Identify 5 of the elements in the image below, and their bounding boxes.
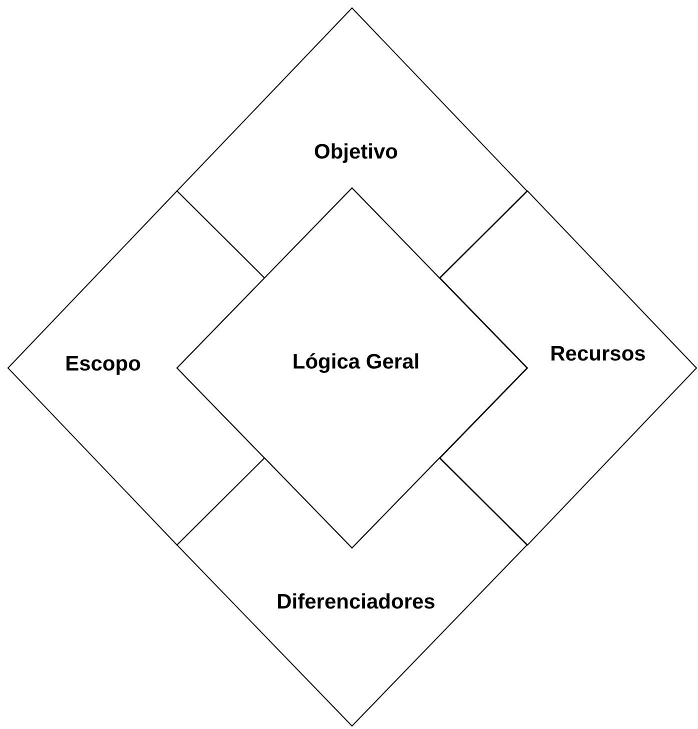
segment-label: Escopo xyxy=(64,351,142,377)
segment-label: Lógica Geral xyxy=(291,349,421,375)
segment-label: Diferenciadores xyxy=(276,589,436,615)
segment-label: Recursos xyxy=(549,341,647,367)
segment-label: Objetivo xyxy=(312,139,399,165)
